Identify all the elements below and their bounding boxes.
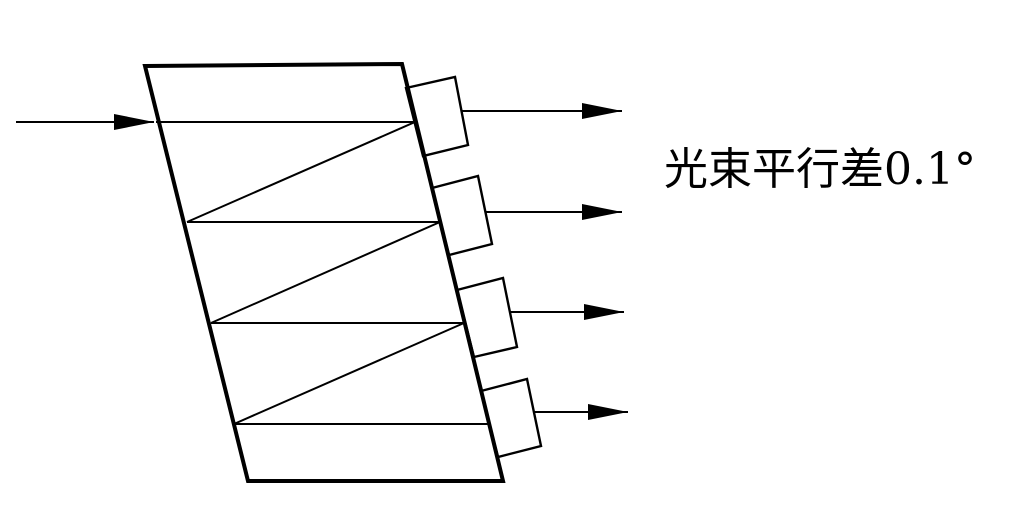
output-block-1 [404,75,470,158]
output-block-2 [430,174,494,257]
output-blocks [404,75,543,459]
internal-beam-diagonal-1 [186,121,416,223]
prism-body [142,61,506,483]
internal-horizontal-beams [156,121,489,425]
beam-parallelism-caption: 光束平行差0.1° [664,144,976,195]
internal-beam-diagonal-3 [233,322,465,425]
output-block-4 [479,377,543,459]
output-block-3 [455,276,519,359]
internal-beam-diagonal-2 [210,221,441,324]
output-beams [461,103,628,420]
internal-diagonal-beams [186,121,465,425]
